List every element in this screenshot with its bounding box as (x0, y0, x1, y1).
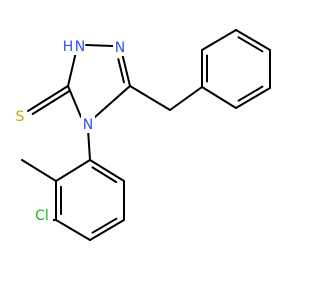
atom-n4-group: N (81, 115, 95, 133)
bond-n4-aryl (87, 128, 91, 161)
bond-aryl-methyl (21, 159, 57, 182)
atom-nitrogen-1: N (75, 39, 85, 55)
bond-ar-4 (55, 219, 91, 241)
atom-nitrogen-4: N (83, 117, 93, 133)
bond-ph-5 (201, 29, 237, 51)
bond-ph-4 (235, 29, 271, 51)
atom-n-right-group: N (113, 38, 127, 56)
bond-c3-s-double (31, 90, 70, 115)
bond-n2-c5 (121, 52, 131, 87)
bond-n4-c3 (67, 85, 82, 118)
atom-chlorine-group: Cl (31, 206, 53, 224)
bond-ar-1 (89, 159, 125, 182)
molecule-diagram: H N N N S Cl (13, 29, 271, 241)
bond-c5-ch2a (129, 85, 171, 111)
bond-ph-4-double (237, 36, 264, 53)
bond-n1-n2 (85, 44, 114, 47)
bond-ph-2 (235, 87, 271, 109)
bond-ph-2-double (237, 85, 264, 102)
bond-n2-c5-double (117, 58, 125, 84)
atom-sulfur: S (16, 109, 25, 125)
bond-ph-1 (201, 86, 237, 109)
bond-c3-s (27, 85, 69, 112)
bond-ar-1-double (91, 166, 118, 184)
bond-ar-3 (89, 219, 125, 241)
bond-c3-n1 (67, 51, 77, 87)
bond-ar-3-double (91, 217, 118, 234)
atom-labels: H N N N S Cl (13, 37, 127, 224)
atom-sulfur-group: S (13, 107, 27, 125)
bond-lines (21, 29, 271, 241)
atom-nitrogen-2: N (115, 40, 125, 56)
bond-ar-6 (55, 159, 91, 182)
atom-h-label: H (63, 39, 74, 55)
atom-chlorine: Cl (35, 208, 49, 224)
bond-c5-n4 (94, 85, 131, 118)
atom-nh-group: H N (61, 37, 85, 55)
bond-ch2a-ch2b (169, 86, 203, 111)
